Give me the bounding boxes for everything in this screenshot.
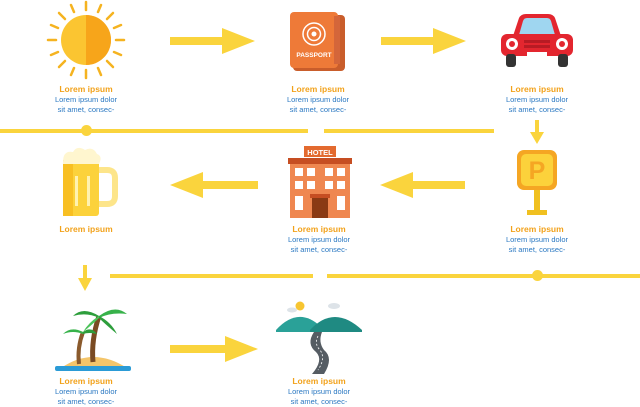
step-desc-line2: sit amet, consec-	[57, 105, 115, 114]
beer-mug-icon	[63, 147, 118, 216]
timeline-line-row1-left	[0, 129, 308, 133]
step-desc-line1: Lorem ipsum dolor	[286, 95, 350, 104]
step-parking: P Lorem ipsum Lorem ipsum dolor sit amet…	[472, 146, 602, 256]
step-title: Lorem ipsum	[291, 84, 345, 94]
sun-icon	[46, 0, 126, 80]
mountain-road-icon	[276, 301, 362, 374]
step-desc-line1: Lorem ipsum dolor	[505, 95, 569, 104]
arrow-left-2	[170, 172, 258, 198]
timeline-line-row2-left	[110, 274, 313, 278]
step-sun: Lorem ipsum Lorem ipsum dolor sit amet, …	[21, 0, 151, 120]
arrow-right-3	[170, 336, 258, 362]
step-car: Lorem ipsum Lorem ipsum dolor sit amet, …	[472, 0, 602, 120]
step-desc-line1: Lorem ipsum dolor	[505, 235, 569, 244]
arrow-right-1	[170, 28, 255, 54]
timeline-line-row1-right	[324, 129, 494, 133]
car-icon	[501, 14, 573, 67]
step-desc-line1: Lorem ipsum dolor	[287, 235, 351, 244]
arrow-right-2	[381, 28, 466, 54]
step-title: Lorem ipsum	[292, 224, 346, 234]
step-desc-line2: sit amet, consec-	[290, 397, 348, 406]
timeline-dot-row1	[81, 125, 92, 136]
step-island: Lorem ipsum Lorem ipsum dolor sit amet, …	[21, 298, 151, 406]
hotel-icon: HOTEL	[288, 146, 352, 218]
step-title: Lorem ipsum	[59, 376, 113, 386]
step-desc-line2: sit amet, consec-	[508, 245, 566, 254]
step-title: Lorem ipsum	[59, 224, 113, 234]
step-title: Lorem ipsum	[510, 224, 564, 234]
passport-label: PASSPORT	[296, 52, 331, 59]
arrow-down-2	[78, 265, 92, 291]
arrow-down-1	[530, 120, 544, 144]
step-title: Lorem ipsum	[59, 84, 113, 94]
palm-island-icon	[55, 309, 131, 371]
step-desc-line1: Lorem ipsum dolor	[287, 387, 351, 396]
parking-sign-icon: P	[517, 150, 557, 215]
step-desc-line2: sit amet, consec-	[289, 105, 347, 114]
hotel-label: HOTEL	[307, 148, 333, 157]
step-desc-line2: sit amet, consec-	[57, 397, 115, 406]
arrow-left-1	[380, 172, 465, 198]
step-desc-line1: Lorem ipsum dolor	[54, 387, 118, 396]
step-passport: PASSPORT Lorem ipsum Lorem ipsum dolor s…	[253, 0, 383, 120]
timeline-dot-row2	[532, 270, 543, 281]
step-title: Lorem ipsum	[292, 376, 346, 386]
timeline-line-row2-right	[327, 274, 640, 278]
step-desc-line2: sit amet, consec-	[290, 245, 348, 254]
passport-icon: PASSPORT	[290, 12, 345, 71]
step-desc-line1: Lorem ipsum dolor	[54, 95, 118, 104]
step-mountain: Lorem ipsum Lorem ipsum dolor sit amet, …	[254, 298, 384, 406]
step-title: Lorem ipsum	[510, 84, 564, 94]
parking-letter: P	[529, 157, 546, 185]
step-beer: Lorem ipsum	[21, 146, 151, 236]
step-hotel: HOTEL Lorem ipsum Lorem ipsum dolor sit …	[254, 146, 384, 256]
step-desc-line2: sit amet, consec-	[508, 105, 566, 114]
